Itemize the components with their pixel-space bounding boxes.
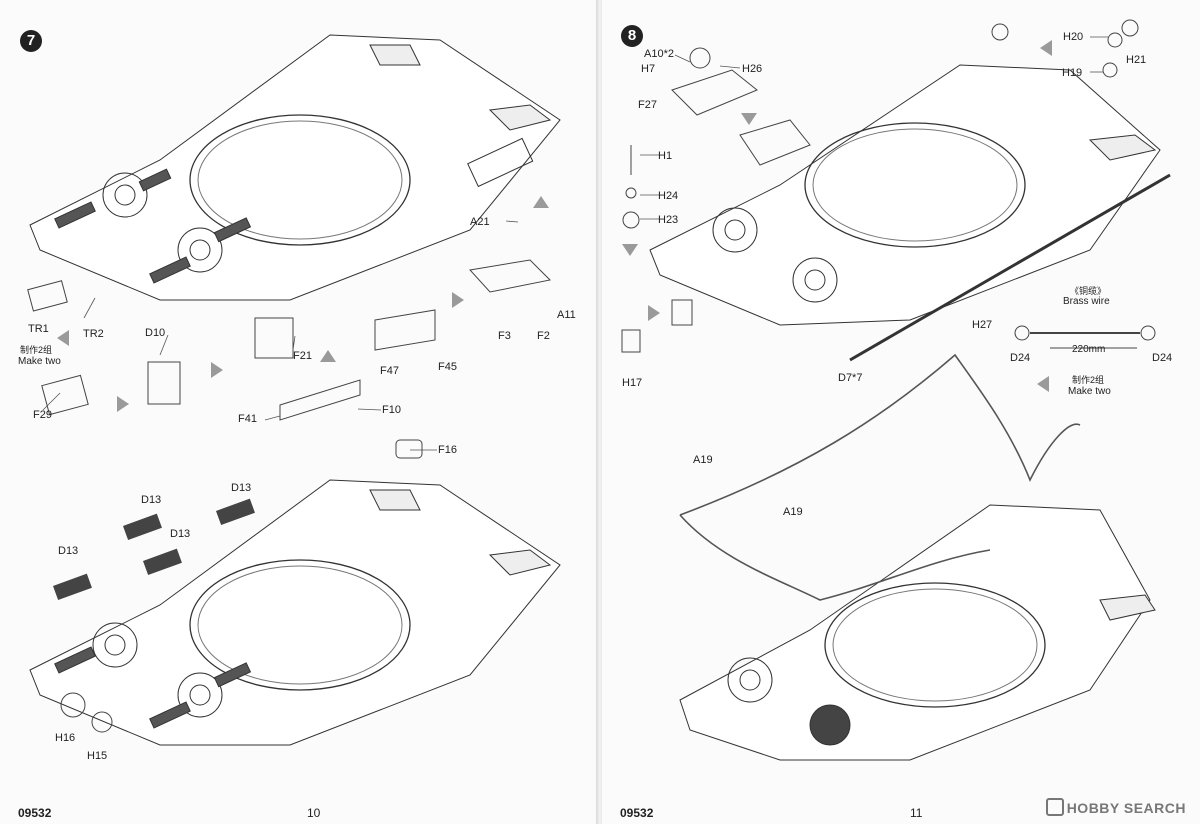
part-label-f45: F45 [438, 361, 457, 373]
part-label-a19: A19 [783, 506, 803, 518]
arrow-down-icon [741, 113, 757, 125]
page-gutter [596, 0, 604, 824]
hull-upper-left [29, 34, 561, 301]
brass-wire-label: Brass wire [1063, 296, 1110, 307]
part-label-tr2: TR2 [83, 328, 104, 340]
footer-code-left: 09532 [18, 806, 52, 820]
part-label-h17: H17 [622, 377, 643, 389]
make-two-cn-label: 制作2组 [20, 345, 53, 355]
step-circle-icon: 7 [20, 30, 42, 52]
hull-upper-right [649, 64, 1171, 362]
part-label-d13: D13 [170, 528, 191, 540]
hull-lower-right [679, 504, 1156, 761]
part-label-d13: D13 [141, 494, 162, 506]
part-label-h15: H15 [87, 750, 108, 762]
arrow-left-icon [57, 330, 69, 346]
part-label-h26: H26 [742, 63, 763, 75]
arrow-right-icon [648, 305, 660, 321]
hobby-search-logo-icon [1045, 798, 1064, 816]
watermark: HOBBY SEARCH [1045, 798, 1186, 816]
part-label-d10: D10 [145, 327, 166, 339]
part-label-h19: H19 [1062, 67, 1083, 79]
part-label-tr1: TR1 [28, 323, 49, 335]
part-label-h20: H20 [1063, 31, 1084, 43]
page-number-left: 10 [307, 806, 321, 820]
part-label-a19: A19 [693, 454, 713, 466]
step-circle-icon: 8 [621, 25, 643, 47]
page-number-right: 11 [910, 806, 923, 820]
part-label-f10: F10 [382, 404, 401, 416]
part-label-f3: F3 [498, 330, 511, 342]
hull-lower-left [29, 479, 561, 746]
arrow-right-icon [117, 396, 129, 412]
tow-cable [679, 353, 1081, 601]
part-label-a21: A21 [470, 216, 490, 228]
wire-length-label: 220mm [1072, 344, 1106, 355]
arrow-right-icon [211, 362, 223, 378]
watermark-text: HOBBY SEARCH [1066, 800, 1186, 816]
brass-wire-cn-label: 《铜缆》 [1070, 286, 1107, 296]
small-parts-right [621, 19, 1156, 353]
part-label-f27: F27 [638, 99, 657, 111]
part-label-f16: F16 [438, 444, 457, 456]
part-label-d24: D24 [1152, 352, 1173, 364]
part-label-f41: F41 [238, 413, 257, 425]
make-two-label: Make two [1068, 386, 1111, 397]
part-label-h23: H23 [658, 214, 679, 226]
part-label-f21: F21 [293, 350, 312, 362]
part-label-f47: F47 [380, 365, 399, 377]
arrow-up-icon [320, 350, 336, 362]
part-label-f29: F29 [33, 409, 52, 421]
step-number-8: 8 [627, 27, 637, 44]
part-label-h21: H21 [1126, 54, 1147, 66]
part-label-h24: H24 [658, 190, 679, 202]
make-two-label: Make two [18, 356, 61, 367]
arrow-up-icon [533, 196, 549, 208]
arrow-down-icon [622, 244, 638, 256]
leader-lines [42, 36, 1108, 451]
footer-code-right: 09532 [620, 806, 654, 820]
part-label-a11: A11 [557, 309, 576, 321]
part-label-h7: H7 [641, 63, 656, 75]
step-number-7: 7 [26, 32, 36, 49]
arrow-left-icon [1040, 40, 1052, 56]
part-label-h1: H1 [658, 150, 673, 162]
part-label-f2: F2 [537, 330, 550, 342]
part-label-h27: H27 [972, 319, 993, 331]
arrow-left-icon [1037, 376, 1049, 392]
part-label-a10x2: A10*2 [644, 48, 674, 60]
arrow-right-icon [452, 292, 464, 308]
part-label-d24: D24 [1010, 352, 1031, 364]
make-two-cn-label: 制作2组 [1072, 375, 1105, 385]
part-label-d13: D13 [231, 482, 252, 494]
part-label-d7x7: D7*7 [838, 372, 863, 384]
small-parts-left [27, 259, 552, 733]
part-label-h16: H16 [55, 732, 76, 744]
part-label-d13: D13 [58, 545, 79, 557]
